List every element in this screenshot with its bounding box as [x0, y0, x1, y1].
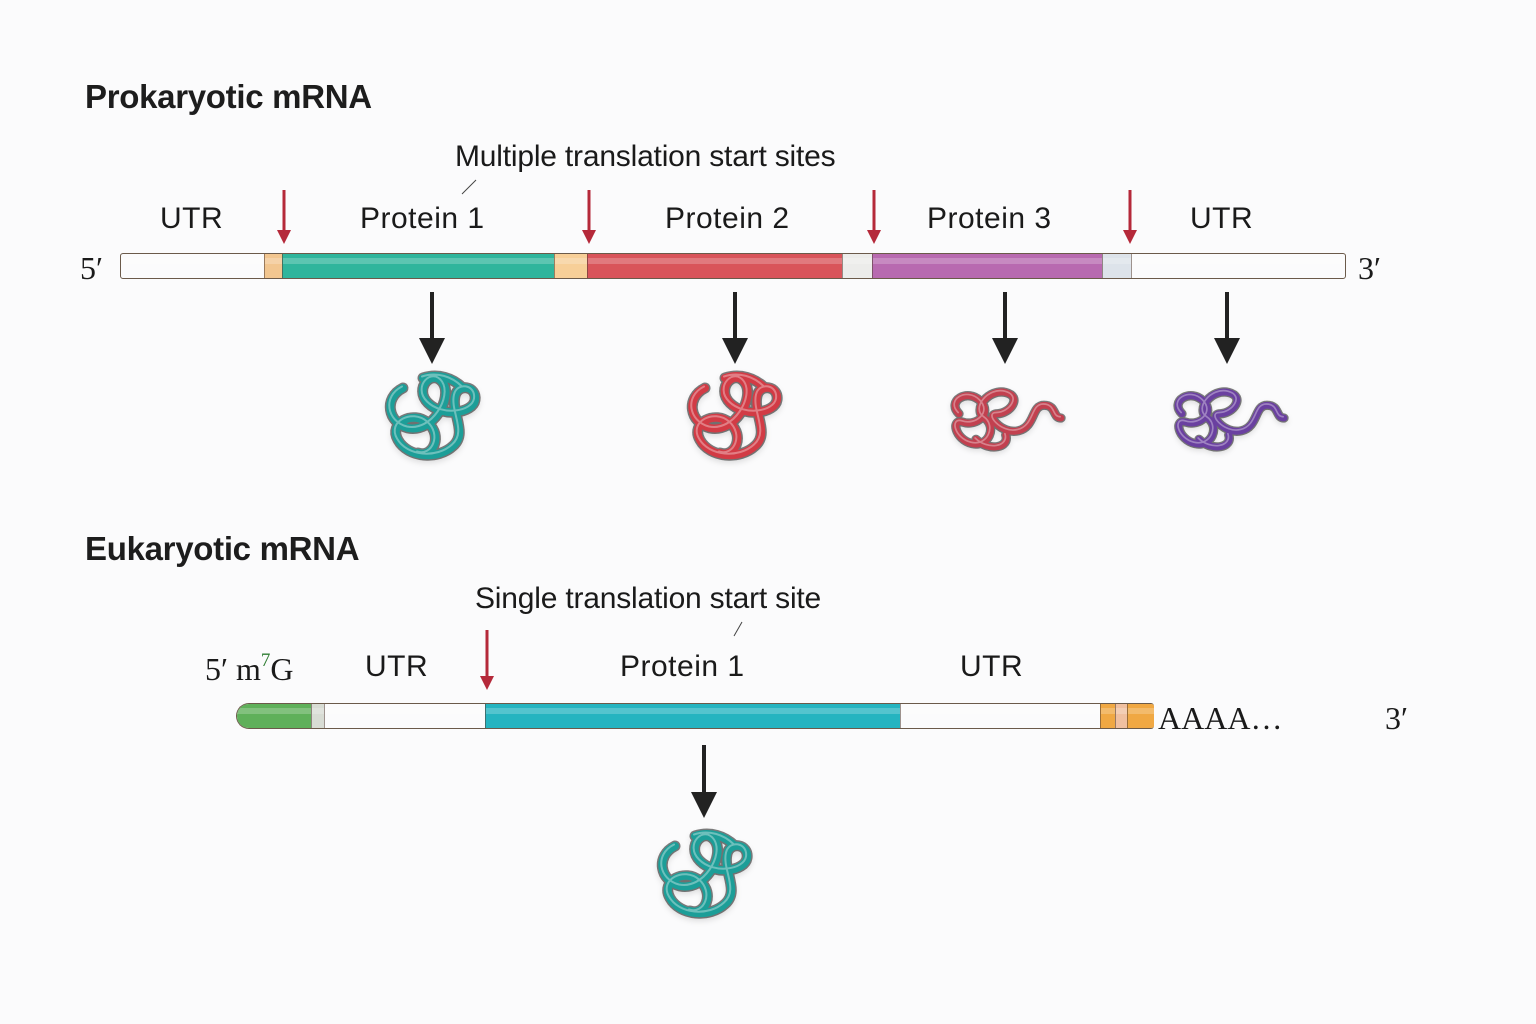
prokaryotic-protein-2-product — [686, 370, 783, 461]
euk-seg-cap — [237, 704, 311, 728]
eukaryotic-mrna-bar — [236, 703, 1154, 729]
prokaryotic-start-site-arrow-4 — [1123, 190, 1137, 244]
prokaryotic-title: Prokaryotic mRNA — [85, 78, 372, 115]
euk-cap-m: m — [236, 651, 261, 687]
euk-label-protein-1: Protein 1 — [620, 650, 745, 683]
euk-5-prime-cap-label: 5′ m7G — [205, 650, 294, 688]
prokaryotic-start-site-arrow-1 — [277, 190, 291, 244]
protein-products — [384, 370, 1289, 919]
prok-seg-protein-3 — [872, 254, 1102, 278]
eukaryotic-translation-arrow-1 — [691, 745, 717, 818]
eukaryotic-start-site-arrow-1 — [480, 630, 494, 690]
euk-seg-poly-a-gap — [1115, 704, 1127, 728]
euk-3-prime: 3′ — [1385, 700, 1408, 736]
prokaryotic-translation-arrow-2 — [722, 292, 748, 364]
euk-label-3utr: UTR — [960, 650, 1024, 683]
prokaryotic-translation-arrow-3 — [992, 292, 1018, 364]
prok-seg-protein-2 — [587, 254, 842, 278]
prok-label-protein-3: Protein 3 — [927, 202, 1052, 235]
prok-label-5utr: UTR — [160, 202, 224, 235]
prok-seg-protein-1 — [282, 254, 554, 278]
euk-seg-protein-1 — [485, 704, 900, 728]
prok-label-3utr: UTR — [1190, 202, 1254, 235]
euk-cap-g: G — [270, 651, 294, 687]
prok-seg-rbs-1 — [264, 254, 282, 278]
prok-seg-5utr — [121, 254, 264, 278]
multiple-start-sites-annotation: Multiple translation start sites — [455, 140, 836, 173]
prok-seg-spacer-3 — [1102, 254, 1131, 278]
euk-poly-a-tail: AAAA… — [1158, 700, 1283, 736]
prok-seg-spacer-1 — [554, 254, 587, 278]
euk-5-prime: 5′ — [205, 651, 228, 687]
prokaryotic-translation-arrow-1 — [419, 292, 445, 364]
euk-seg-5utr — [324, 704, 485, 728]
prok-annotation-leader — [461, 179, 477, 195]
euk-seg-poly-a-signal-2 — [1127, 704, 1154, 728]
prok-3-prime: 3′ — [1358, 250, 1381, 286]
eukaryotic-protein-1-product — [656, 828, 753, 919]
prok-label-protein-2: Protein 2 — [665, 202, 790, 235]
single-start-site-annotation: Single translation start site — [475, 582, 822, 615]
euk-cap-superscript: 7 — [260, 650, 271, 671]
start-site-arrows — [277, 190, 1137, 690]
prok-label-protein-1: Protein 1 — [360, 202, 485, 235]
prokaryotic-start-site-arrow-2 — [582, 190, 596, 244]
euk-seg-3utr — [900, 704, 1100, 728]
translation-arrows — [419, 292, 1240, 818]
eukaryotic-title: Eukaryotic mRNA — [85, 530, 360, 567]
prokaryotic-protein-1-product — [384, 370, 481, 461]
prokaryotic-protein-4-product — [1173, 387, 1289, 452]
euk-seg-cap-linker — [311, 704, 324, 728]
prok-5-prime: 5′ — [80, 250, 103, 286]
prokaryotic-start-site-arrow-3 — [867, 190, 881, 244]
euk-label-5utr: UTR — [365, 650, 429, 683]
euk-annotation-leader — [733, 621, 743, 637]
prokaryotic-protein-3-product — [950, 387, 1066, 452]
prok-seg-3utr — [1131, 254, 1345, 278]
euk-seg-poly-a-signal-1 — [1100, 704, 1115, 728]
prok-seg-spacer-2 — [842, 254, 872, 278]
prokaryotic-mrna-bar — [120, 253, 1346, 279]
prokaryotic-translation-arrow-4 — [1214, 292, 1240, 364]
